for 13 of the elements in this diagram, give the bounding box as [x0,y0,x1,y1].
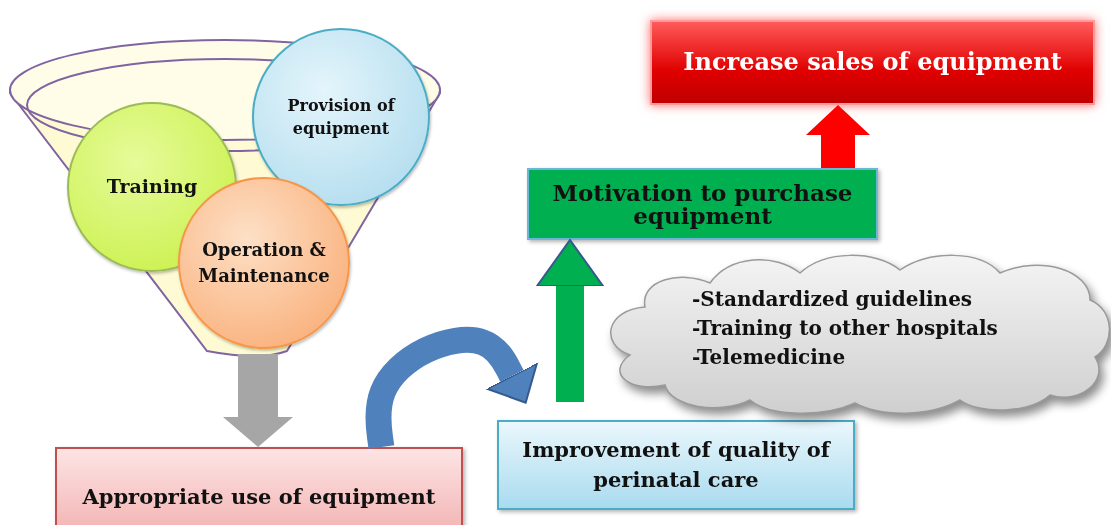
node-label: Motivation to purchase equipment [551,181,854,227]
node-label: Increase sales of equipment [683,46,1062,79]
node-label: Improvement of quality of perinatal care [521,435,832,494]
block-arrow [223,354,293,447]
process-box [55,447,463,525]
node-label: Provision of equipment [286,94,397,140]
process-box [497,420,855,510]
block-arrow [536,239,604,402]
node-label: Operation & Maintenance [198,237,330,288]
goal-box [650,20,1095,105]
process-box [527,168,878,240]
node-label: Appropriate use of equipment [82,482,436,511]
node-label: Training [106,174,198,200]
